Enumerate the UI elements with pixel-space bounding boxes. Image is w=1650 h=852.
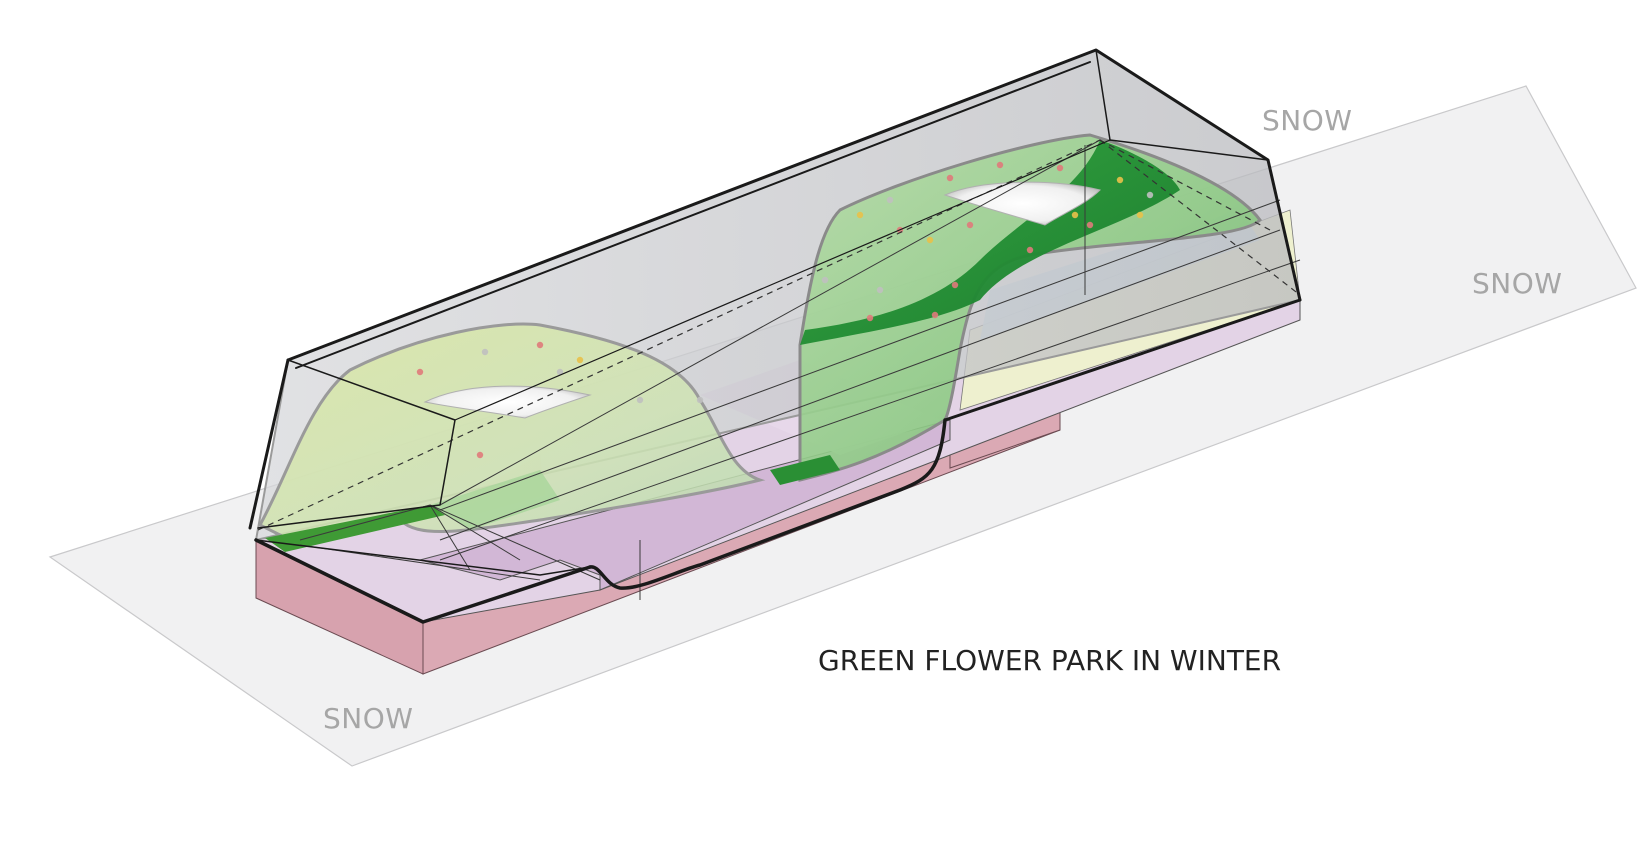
snow-label-bottom: SNOW xyxy=(323,702,413,735)
left-green-hill xyxy=(257,322,766,547)
left-green-base-strip xyxy=(265,505,445,552)
interior-lines xyxy=(257,139,1301,600)
right-green-hill xyxy=(798,133,1262,482)
snow-label-right: SNOW xyxy=(1472,267,1562,300)
dark-green-lower-strip xyxy=(770,455,840,485)
left-pond xyxy=(423,385,592,419)
base-outline xyxy=(254,298,1302,624)
diagram-title: GREEN FLOWER PARK IN WINTER xyxy=(818,644,1281,677)
flower-dots xyxy=(416,161,1154,459)
left-green-slope xyxy=(430,470,560,530)
right-pond xyxy=(943,181,1101,226)
snow-label-top: SNOW xyxy=(1262,104,1352,137)
enclosure-outline xyxy=(248,48,1302,530)
